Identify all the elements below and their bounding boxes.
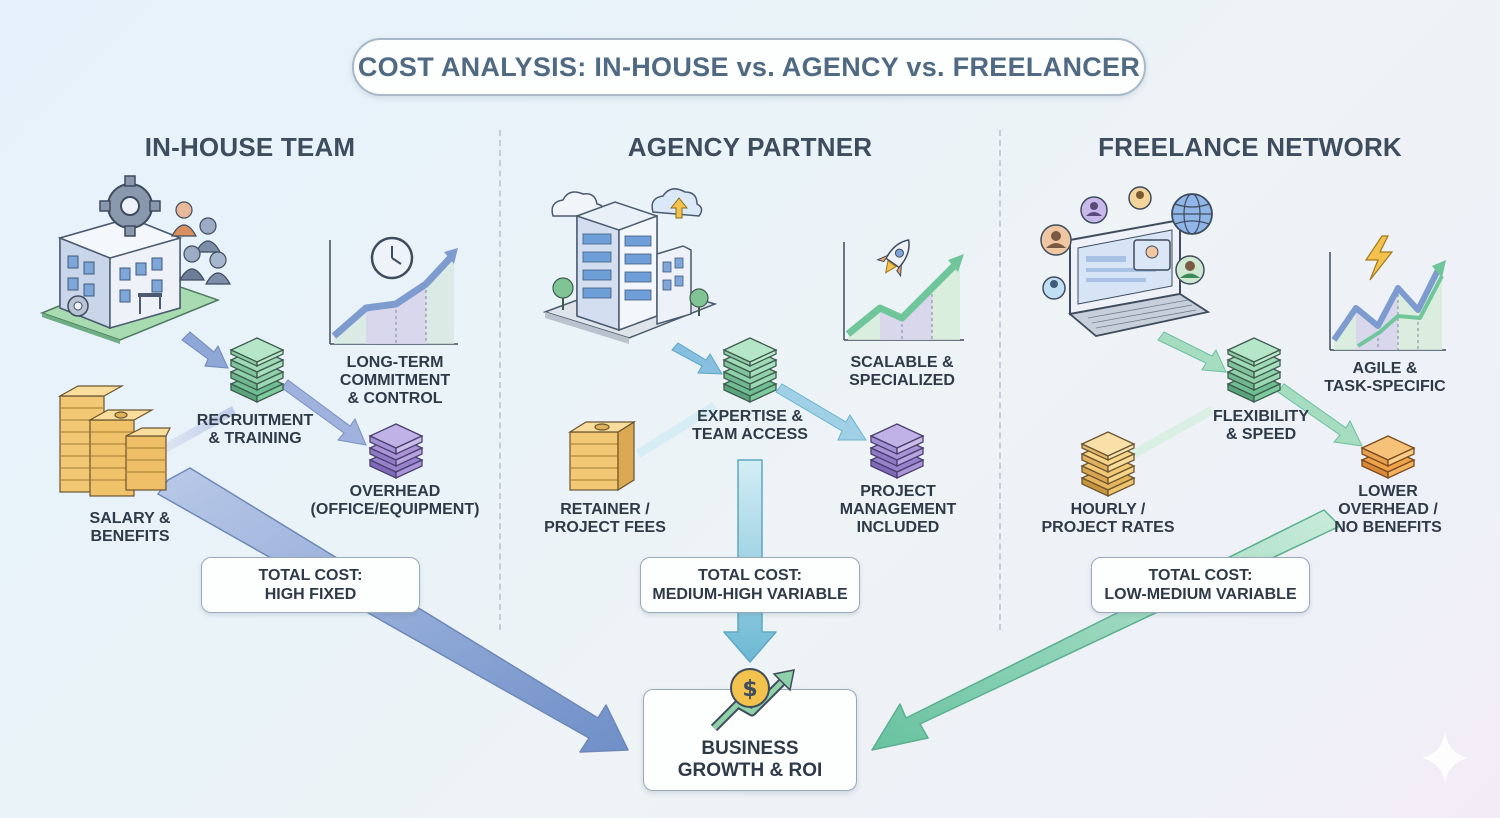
label-lower-overhead: LOWER OVERHEAD / NO BENEFITS [1334, 483, 1442, 536]
laptop-network-icon [1040, 186, 1213, 337]
page-title: COST ANALYSIS: IN-HOUSE vs. AGENCY vs. F… [352, 38, 1146, 96]
total-cost-title: TOTAL COST: [1148, 567, 1253, 584]
growth-chart-lightning-icon [1329, 235, 1446, 351]
total-cost-title: TOTAL COST: [258, 567, 363, 584]
orange-layer-stack-icon [1360, 435, 1416, 480]
label-overhead: OVERHEAD (OFFICE/EQUIPMENT) [310, 483, 480, 518]
label-hourly-project-rates: HOURLY / PROJECT RATES [1041, 501, 1175, 536]
arrow-in-house-building-to-stack [181, 331, 229, 369]
total-cost-title: TOTAL COST: [698, 567, 802, 584]
gold-layer-stack-icon [1080, 431, 1136, 498]
column-divider-right [999, 130, 1001, 630]
business-growth-box: $ BUSINESS GROWTH & ROI [643, 668, 857, 791]
svg-text:$: $ [742, 677, 757, 702]
purple-layer-stack-icon [869, 423, 925, 480]
arrow-in-house-salary-link [160, 406, 236, 454]
column-heading-in-house: IN-HOUSE TEAM [144, 132, 356, 162]
label-flexibility-speed: FLEXIBILITY & SPEED [1213, 408, 1309, 443]
column-divider-left [499, 130, 501, 630]
dollar-growth-icon: $ [710, 668, 795, 732]
total-cost-agency: TOTAL COST: MEDIUM-HIGH VARIABLE [640, 557, 860, 613]
total-cost-freelance: TOTAL COST: LOW-MEDIUM VARIABLE [1091, 557, 1310, 613]
purple-layer-stack-icon [368, 423, 424, 480]
total-cost-value: MEDIUM-HIGH VARIABLE [652, 586, 848, 603]
arrow-freelance-to-growth [871, 509, 1341, 751]
business-growth-label: BUSINESS GROWTH & ROI [677, 738, 823, 781]
team-people-icon [170, 201, 232, 285]
label-retainer-project-fees: RETAINER / PROJECT FEES [544, 501, 666, 536]
column-heading-agency: AGENCY PARTNER [627, 132, 873, 162]
label-project-management: PROJECT MANAGEMENT INCLUDED [839, 483, 957, 536]
arrow-agency-building-to-stack [671, 342, 723, 375]
label-long-term-commitment: LONG-TERM COMMITMENT & CONTROL [339, 354, 451, 407]
green-layer-stack-icon [1226, 337, 1282, 404]
arrow-freelance-laptop-to-stack [1157, 331, 1227, 373]
column-heading-freelance: FREELANCE NETWORK [1098, 132, 1402, 162]
money-stack-icon [57, 385, 171, 497]
money-stack-icon [567, 420, 637, 492]
arrow-agency-stack-to-pm [775, 383, 867, 441]
office-building-icon [39, 175, 221, 344]
arrow-freelance-stack-to-overhead [1277, 383, 1363, 447]
label-agile-task-specific: AGILE & TASK-SPECIFIC [1324, 360, 1446, 395]
arrow-agency-fees-link [636, 402, 718, 458]
growth-chart-rocket-icon [843, 239, 964, 341]
label-scalable-specialized: SCALABLE & SPECIALIZED [849, 354, 955, 389]
green-layer-stack-icon [229, 337, 285, 404]
agency-building-icon [542, 188, 718, 344]
growth-chart-clock-icon [329, 236, 458, 345]
label-recruitment-training: RECRUITMENT & TRAINING [196, 412, 314, 447]
total-cost-value: LOW-MEDIUM VARIABLE [1104, 586, 1297, 603]
label-salary-benefits: SALARY & BENEFITS [89, 510, 171, 545]
sparkle-icon [1422, 732, 1468, 784]
arrow-in-house-stack-to-overhead [281, 379, 367, 446]
total-cost-value: HIGH FIXED [264, 586, 357, 603]
green-layer-stack-icon [722, 337, 778, 404]
total-cost-in-house: TOTAL COST: HIGH FIXED [201, 557, 420, 613]
arrow-freelance-rates-link [1132, 406, 1214, 458]
label-expertise-team-access: EXPERTISE & TEAM ACCESS [692, 408, 808, 443]
